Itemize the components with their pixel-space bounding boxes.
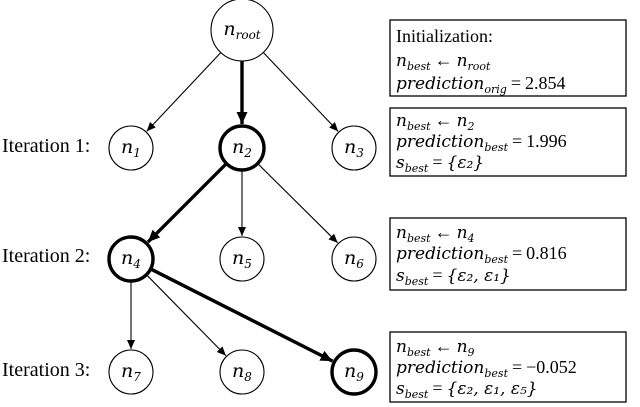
node-n3: n3 bbox=[331, 125, 377, 171]
node-n4: n4 bbox=[107, 235, 155, 283]
node-label-n9: n9 bbox=[344, 360, 364, 384]
node-label-n7: n7 bbox=[121, 360, 141, 384]
node-n6: n6 bbox=[331, 236, 377, 282]
it1-line-1: nbest←n2 bbox=[396, 110, 475, 133]
node-label-root: nroot bbox=[223, 18, 260, 42]
edge-root-n1 bbox=[146, 52, 222, 132]
node-circle-n4 bbox=[107, 235, 155, 283]
node-circle-n7 bbox=[108, 349, 154, 395]
node-n5: n5 bbox=[219, 236, 265, 282]
node-n1: n1 bbox=[108, 125, 154, 171]
init-line-1: nbest←nroot bbox=[396, 50, 491, 73]
node-n7: n7 bbox=[108, 349, 154, 395]
initialization-box: Initialization: nbest←nroot predictionor… bbox=[389, 19, 627, 97]
node-label-n3: n3 bbox=[344, 136, 364, 160]
init-line-2: predictionorig=2.854 bbox=[396, 73, 565, 96]
node-circle-n8 bbox=[219, 349, 265, 395]
node-root: nroot bbox=[210, 0, 274, 62]
node-circle-n3 bbox=[331, 125, 377, 171]
node-label-n4: n4 bbox=[121, 247, 141, 271]
it2-line-3: sbest={ε₂, ε₁} bbox=[396, 265, 511, 288]
node-n8: n8 bbox=[219, 349, 265, 395]
iteration-2-label: Iteration 2: bbox=[2, 245, 90, 267]
node-label-n6: n6 bbox=[344, 247, 364, 271]
node-circle-n9 bbox=[330, 348, 378, 396]
node-label-n8: n8 bbox=[232, 360, 252, 384]
node-circle-n5 bbox=[219, 236, 265, 282]
node-circle-n1 bbox=[108, 125, 154, 171]
node-n2: n2 bbox=[218, 124, 266, 172]
edge-n4-n9 bbox=[149, 267, 334, 363]
it1-line-3: sbest={ε₂} bbox=[396, 152, 484, 175]
node-label-n2: n2 bbox=[232, 136, 252, 160]
iteration-2-box: nbest←n4 predictionbest=0.816 sbest={ε₂,… bbox=[389, 217, 627, 291]
node-circle-n6 bbox=[331, 236, 377, 282]
it3-line-2: predictionbest=−0.052 bbox=[396, 357, 577, 380]
tree-edges bbox=[127, 52, 339, 363]
edge-n4-n8 bbox=[146, 274, 227, 356]
it3-line-1: nbest←n9 bbox=[396, 336, 475, 359]
edge-n2-n6 bbox=[257, 163, 339, 244]
iteration-3-label: Iteration 3: bbox=[2, 359, 90, 381]
it2-line-1: nbest←n4 bbox=[396, 222, 475, 245]
iteration-3-box: nbest←n9 predictionbest=−0.052 sbest={ε₂… bbox=[389, 331, 627, 403]
node-circle-n2 bbox=[218, 124, 266, 172]
node-label-n5: n5 bbox=[232, 247, 252, 271]
node-n9: n9 bbox=[330, 348, 378, 396]
node-label-n1: n1 bbox=[121, 136, 141, 160]
edge-n2-n4 bbox=[146, 162, 228, 244]
iteration-1-box: nbest←n2 predictionbest=1.996 sbest={ε₂} bbox=[389, 107, 627, 177]
tree-nodes: nroot n1 n2 n3 n4 n5 n6 n7 n8 n9 bbox=[107, 0, 378, 396]
it2-line-2: predictionbest=0.816 bbox=[396, 243, 567, 266]
initialization-title: Initialization: bbox=[396, 26, 493, 46]
edge-root-n3 bbox=[262, 52, 339, 132]
node-circle-root bbox=[210, 0, 274, 62]
it1-line-2: predictionbest=1.996 bbox=[396, 131, 567, 154]
it3-line-3: sbest={ε₂, ε₁, ε₅} bbox=[396, 378, 538, 401]
iteration-1-label: Iteration 1: bbox=[2, 135, 90, 157]
